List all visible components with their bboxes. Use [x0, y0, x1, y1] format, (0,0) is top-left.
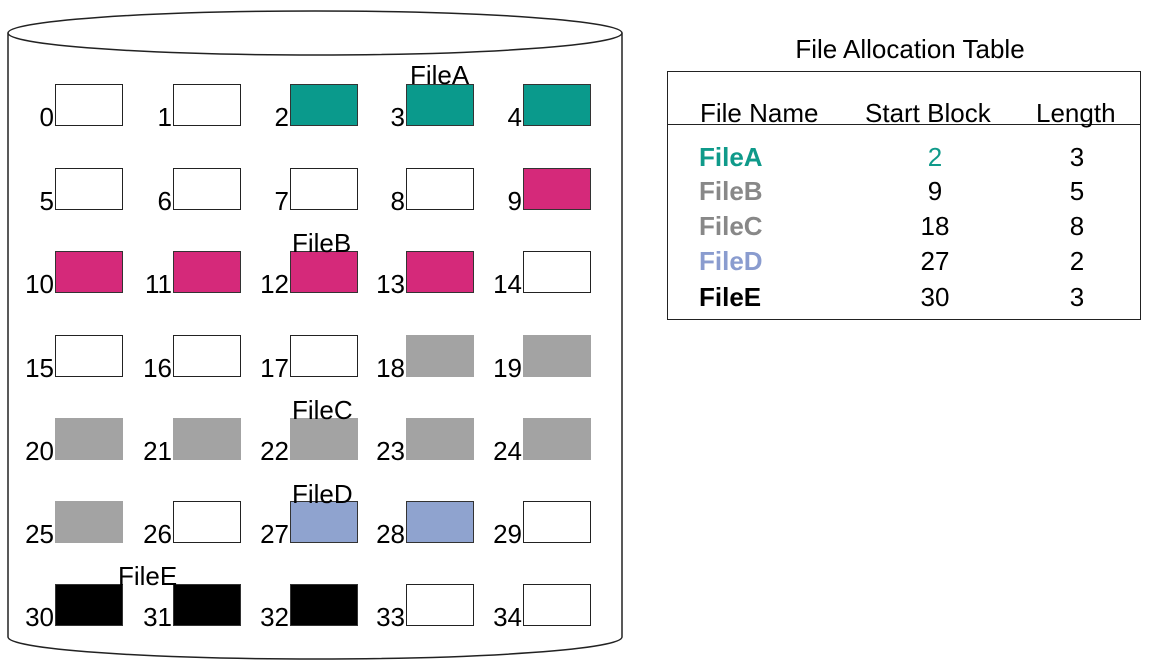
fat-header-start-block: Start Block — [865, 98, 991, 128]
block-allocated — [290, 584, 358, 626]
disk-cylinder-top — [7, 10, 623, 56]
block-allocated — [523, 418, 591, 460]
block-free — [406, 584, 474, 626]
block-number: 33 — [376, 602, 405, 632]
block-allocated — [55, 584, 123, 626]
block-number: 17 — [260, 353, 289, 383]
fat-row-name: FileA — [699, 142, 763, 172]
fat-header-file-name: File Name — [700, 98, 819, 128]
fat-row-length: 3 — [1069, 282, 1085, 312]
block-allocated — [406, 501, 474, 543]
block-free — [523, 251, 591, 293]
block-allocated — [406, 418, 474, 460]
block-number: 21 — [143, 436, 172, 466]
block-number: 31 — [143, 602, 172, 632]
fat-title: File Allocation Table — [795, 34, 1025, 64]
block-allocated — [290, 418, 358, 460]
fat-table — [667, 71, 1141, 320]
block-allocated — [523, 168, 591, 210]
block-free — [173, 501, 241, 543]
block-number: 9 — [507, 186, 522, 216]
block-number: 13 — [376, 269, 405, 299]
block-number: 16 — [143, 353, 172, 383]
block-number: 30 — [25, 602, 54, 632]
block-allocated — [406, 335, 474, 377]
fat-header-length: Length — [1036, 98, 1116, 128]
block-free — [55, 84, 123, 126]
block-number: 18 — [376, 353, 405, 383]
block-number: 1 — [157, 102, 172, 132]
fat-row-start-block: 18 — [920, 211, 950, 241]
file-label: FileE — [118, 561, 178, 591]
block-number: 23 — [376, 436, 405, 466]
block-number: 34 — [493, 602, 522, 632]
block-free — [55, 168, 123, 210]
block-number: 19 — [493, 353, 522, 383]
fat-row-name: FileB — [699, 176, 763, 206]
disk-cylinder-body — [7, 33, 623, 660]
block-allocated — [406, 251, 474, 293]
block-number: 14 — [493, 269, 522, 299]
file-label: FileC — [292, 395, 353, 425]
block-free — [523, 501, 591, 543]
block-free — [523, 584, 591, 626]
fat-header-rule — [667, 124, 1141, 125]
block-allocated — [173, 251, 241, 293]
block-number: 8 — [390, 186, 405, 216]
block-number: 29 — [493, 519, 522, 549]
block-allocated — [290, 501, 358, 543]
file-label: FileA — [410, 60, 470, 90]
fat-row-length: 5 — [1069, 176, 1085, 206]
block-number: 24 — [493, 436, 522, 466]
fat-row-length: 3 — [1069, 142, 1085, 172]
fat-row-length: 2 — [1069, 246, 1085, 276]
block-free — [173, 168, 241, 210]
fat-row-start-block: 27 — [920, 246, 950, 276]
block-number: 28 — [376, 519, 405, 549]
block-number: 32 — [260, 602, 289, 632]
block-number: 10 — [25, 269, 54, 299]
block-number: 0 — [39, 102, 54, 132]
block-allocated — [173, 418, 241, 460]
block-allocated — [406, 84, 474, 126]
fat-row-name: FileD — [699, 246, 763, 276]
block-free — [290, 335, 358, 377]
block-number: 2 — [274, 102, 289, 132]
block-allocated — [173, 584, 241, 626]
block-free — [55, 335, 123, 377]
block-allocated — [290, 84, 358, 126]
block-number: 22 — [260, 436, 289, 466]
file-label: FileD — [292, 479, 353, 509]
block-allocated — [290, 251, 358, 293]
file-label: FileB — [292, 228, 352, 258]
fat-row-name: FileE — [699, 282, 762, 312]
block-number: 5 — [39, 186, 54, 216]
fat-row-start-block: 30 — [920, 282, 950, 312]
block-number: 26 — [143, 519, 172, 549]
block-allocated — [523, 84, 591, 126]
block-number: 3 — [390, 102, 405, 132]
fat-row-name: FileC — [699, 211, 763, 241]
block-free — [406, 168, 474, 210]
fat-row-start-block: 2 — [927, 142, 943, 172]
block-number: 6 — [157, 186, 172, 216]
block-number: 4 — [507, 102, 522, 132]
block-number: 7 — [274, 186, 289, 216]
fat-row-start-block: 9 — [927, 176, 943, 206]
block-number: 15 — [25, 353, 54, 383]
disk-cylinder — [7, 10, 623, 660]
block-number: 25 — [25, 519, 54, 549]
fat-row-length: 8 — [1069, 211, 1085, 241]
block-allocated — [523, 335, 591, 377]
block-free — [290, 168, 358, 210]
block-free — [173, 335, 241, 377]
block-number: 11 — [145, 269, 172, 299]
block-allocated — [55, 251, 123, 293]
block-number: 12 — [260, 269, 289, 299]
block-number: 20 — [25, 436, 54, 466]
block-free — [173, 84, 241, 126]
block-allocated — [55, 501, 123, 543]
block-number: 27 — [260, 519, 289, 549]
block-allocated — [55, 418, 123, 460]
